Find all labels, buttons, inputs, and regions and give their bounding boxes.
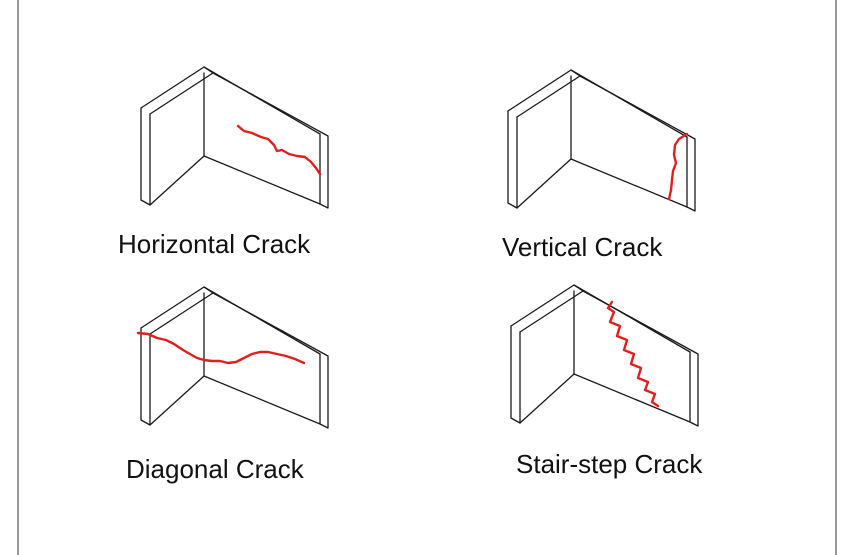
vertical-crack-line [667,132,689,201]
panel-stair-step-crack: Stair-step Crack [510,284,703,479]
l-shaped-wall-illustration [510,284,699,427]
panel-diagonal-crack: Diagonal Crack [126,286,329,484]
panel-caption: Diagonal Crack [126,454,305,484]
panel-caption: Horizontal Crack [118,229,311,259]
panel-caption: Stair-step Crack [516,449,703,479]
l-shaped-wall-illustration [507,69,696,212]
horizontal-crack-line [236,124,322,176]
l-shaped-wall-illustration [140,286,329,429]
panel-caption: Vertical Crack [502,232,663,262]
diagonal-crack-line [136,331,306,365]
stair-step-crack-line [606,300,660,408]
l-shaped-wall-illustration [140,66,329,209]
panel-horizontal-crack: Horizontal Crack [118,66,329,259]
panel-vertical-crack: Vertical Crack [502,69,696,262]
